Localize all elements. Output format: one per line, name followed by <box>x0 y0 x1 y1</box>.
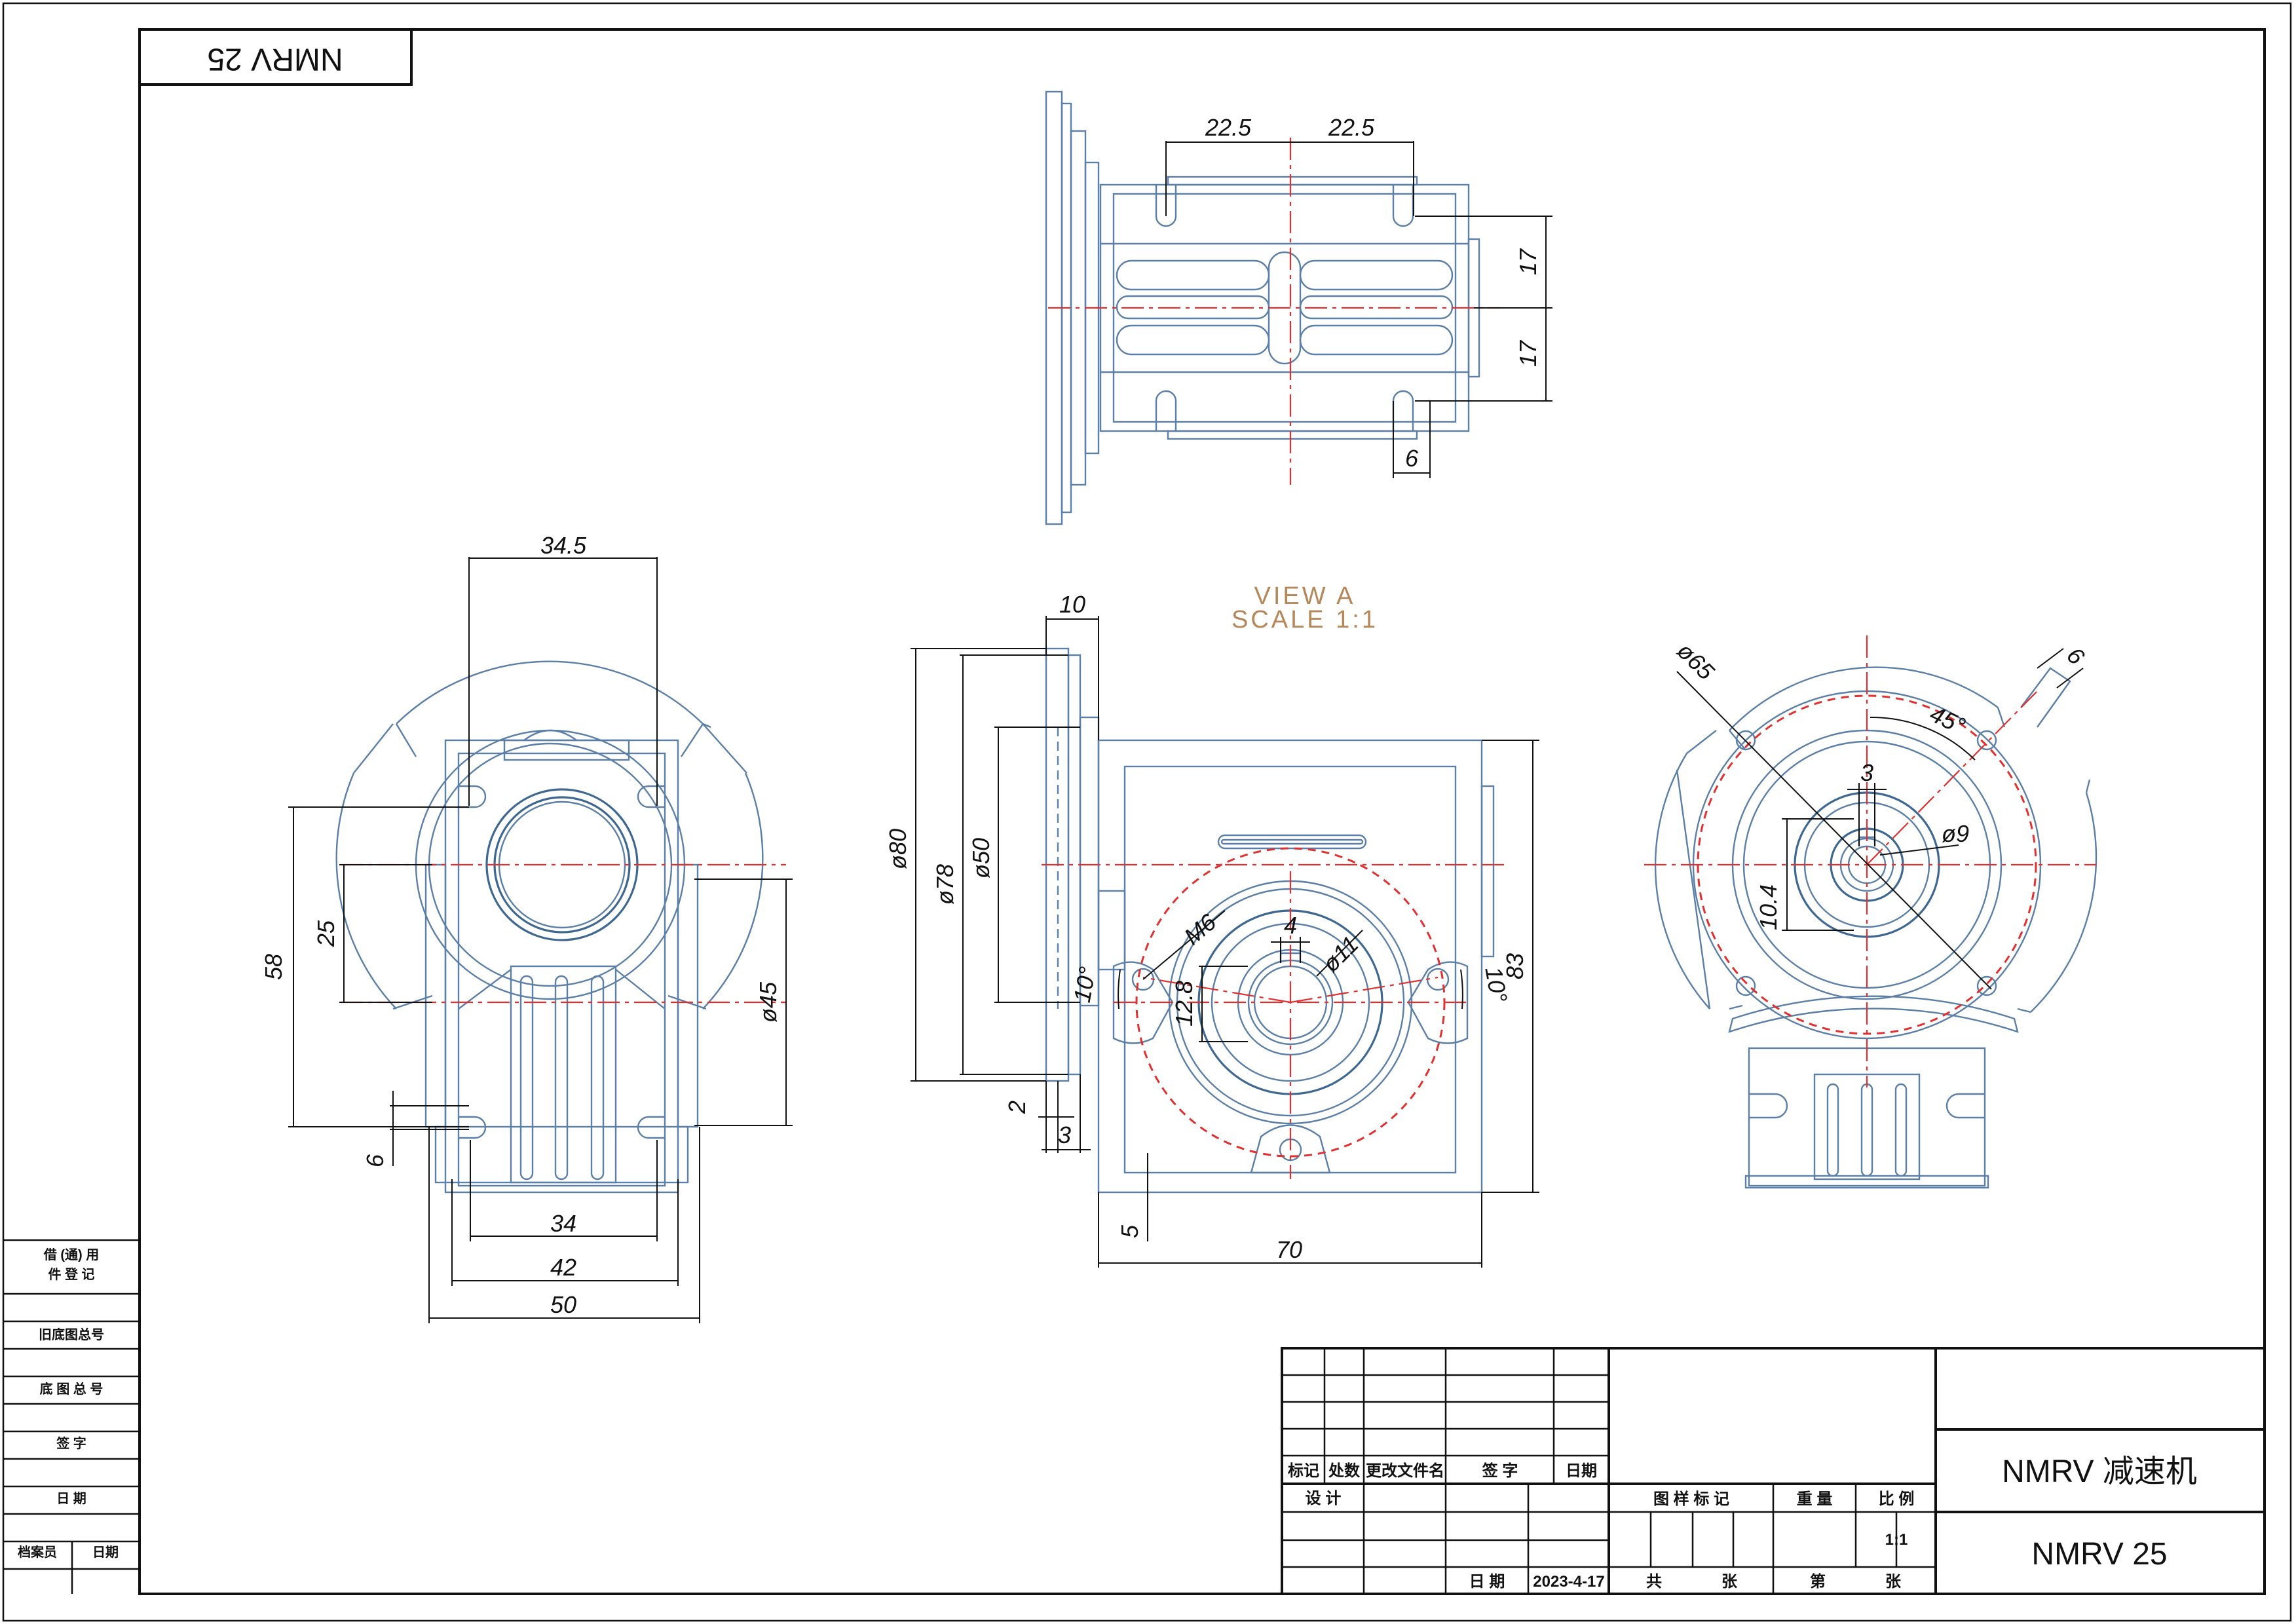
frame-label: NMRV 25 <box>207 41 343 76</box>
tb-hdr-sign: 签 字 <box>1482 1462 1518 1480</box>
tb-pattern-mark: 图 样 标 记 <box>1653 1490 1729 1508</box>
tb-hdr-count: 处数 <box>1328 1462 1361 1480</box>
left-view: 34.5 58 25 ø45 6 34 42 50 <box>260 532 793 1323</box>
dim-78: ø78 <box>931 864 958 905</box>
dim-6-right: 6 <box>2061 642 2090 671</box>
side-row4: 签 字 <box>56 1435 86 1451</box>
front-view: 10 ø80 ø78 ø50 2 3 5 70 83 M6 <box>884 591 1539 1268</box>
tb-hdr-mark: 标记 <box>1288 1462 1319 1480</box>
dim-12-8: 12.8 <box>1171 981 1197 1027</box>
dim-45deg: 45° <box>1926 700 1970 740</box>
dim-80: ø80 <box>884 829 911 869</box>
tb-total: 共 <box>1646 1573 1662 1591</box>
dim-4: 4 <box>1284 912 1297 939</box>
tb-design: 设 计 <box>1306 1490 1342 1507</box>
side-row6-a: 档案员 <box>18 1544 57 1560</box>
dim-17-bottom: 17 <box>1514 339 1541 367</box>
dim-45: ø45 <box>755 981 781 1023</box>
dim-3-right: 3 <box>1860 759 1873 786</box>
dim-70: 70 <box>1276 1236 1302 1263</box>
tb-model: NMRV 25 <box>2031 1537 2167 1572</box>
dim-25: 25 <box>312 920 339 947</box>
side-panel: 借 (通) 用 件 登 记 旧底图总号 底 图 总 号 签 字 日 期 档案员 … <box>3 1247 140 1594</box>
dim-17-top: 17 <box>1514 248 1541 275</box>
side-row6-b: 日期 <box>92 1545 119 1560</box>
side-row3: 底 图 总 号 <box>40 1381 103 1397</box>
dim-22-5-left: 22.5 <box>1205 114 1252 141</box>
dim-58: 58 <box>260 954 287 980</box>
dim-50: 50 <box>550 1291 576 1318</box>
dim-10-4: 10.4 <box>1755 884 1782 930</box>
tb-page: 第 <box>1810 1572 1826 1591</box>
tb-ratio-value: 1:1 <box>1885 1531 1908 1549</box>
top-view: 22.5 22.5 17 17 6 <box>1045 90 1552 525</box>
dim-2: 2 <box>1004 1101 1030 1114</box>
side-row5: 日 期 <box>56 1491 86 1506</box>
tb-ratio: 比 例 <box>1879 1490 1915 1508</box>
dim-83: 83 <box>1501 953 1528 979</box>
dim-10: 10 <box>1059 591 1085 618</box>
dim-10deg-left: 10° <box>1068 964 1101 1004</box>
title-block: 标记 处数 更改文件名 签 字 日期 设 计 日 期 2023-4-17 图 样… <box>1281 1347 2266 1595</box>
tb-date-value: 2023-4-17 <box>1533 1573 1604 1591</box>
dim-22-5-right: 22.5 <box>1328 114 1375 141</box>
side-row1-line2: 件 登 记 <box>48 1266 94 1282</box>
right-view: ø65 45° 6 3 ø9 10.4 <box>1644 635 2097 1189</box>
dim-3: 3 <box>1058 1122 1071 1148</box>
tb-sheets: 张 <box>1721 1573 1738 1591</box>
tb-hdr-doc: 更改文件名 <box>1366 1462 1444 1480</box>
side-row2: 旧底图总号 <box>39 1327 104 1342</box>
tb-weight: 重 量 <box>1797 1490 1833 1508</box>
dim-5: 5 <box>1116 1224 1143 1238</box>
dim-9: ø9 <box>1942 820 1969 847</box>
dim-42: 42 <box>550 1254 576 1281</box>
dim-65: ø65 <box>1672 637 1720 686</box>
tb-date-label: 日 期 <box>1469 1573 1505 1591</box>
tb-product-name: NMRV 减速机 <box>2002 1454 2197 1489</box>
dim-10deg-right: 10° <box>1480 964 1513 1004</box>
dim-50-dia: ø50 <box>968 838 994 878</box>
side-row1-line1: 借 (通) 用 <box>43 1247 99 1262</box>
frame-label-box: NMRV 25 <box>138 28 413 86</box>
tb-page-sheets: 张 <box>1885 1573 1902 1591</box>
dim-6-left: 6 <box>362 1154 388 1167</box>
dim-34-5: 34.5 <box>540 532 587 559</box>
dim-34: 34 <box>550 1210 576 1237</box>
dim-6-top: 6 <box>1405 445 1419 472</box>
tb-hdr-date: 日期 <box>1566 1462 1597 1480</box>
scale-label: SCALE 1:1 <box>1232 606 1378 633</box>
view-label: VIEW A <box>1254 582 1356 610</box>
